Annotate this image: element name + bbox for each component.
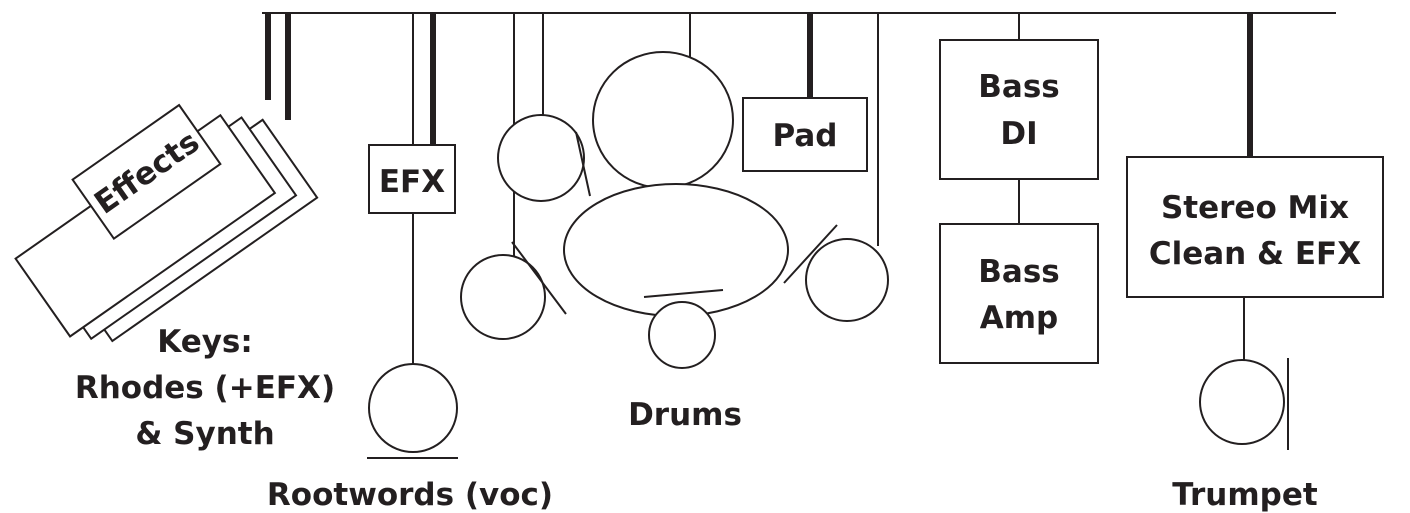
- bass-amp-label-line2: Amp: [980, 300, 1058, 336]
- drum-tom-large: [592, 51, 734, 189]
- drum-kit: [460, 13, 889, 369]
- rootwords-label: Rootwords (voc): [267, 477, 553, 513]
- effects-box: [71, 103, 222, 241]
- bass-di-label-line2: DI: [1000, 116, 1037, 152]
- bass-amp-box: [939, 223, 1099, 364]
- stereo-mix-box: [1126, 156, 1384, 298]
- pad-label: Pad: [773, 118, 838, 154]
- vocal-mic: EFX: [367, 13, 458, 459]
- keys-label-line2: Rhodes (+EFX): [75, 370, 335, 406]
- keys-label-line1: Keys:: [157, 324, 253, 360]
- bass-amp-label-line1: Bass: [978, 254, 1059, 290]
- bass-di-label-line1: Bass: [978, 69, 1059, 105]
- drums-label: Drums: [628, 397, 742, 433]
- pad-unit: Pad: [742, 13, 868, 172]
- drum-bass: [563, 183, 789, 317]
- stereo-mix-label-line1: Stereo Mix: [1161, 190, 1349, 226]
- efx-label: EFX: [379, 164, 445, 200]
- drum-floor-right: [805, 238, 889, 322]
- drum-snare: [648, 301, 716, 369]
- keys-label-line3: & Synth: [135, 416, 274, 452]
- pad-box: [742, 97, 868, 172]
- keys-cables: [265, 13, 291, 120]
- bass-di-box: [939, 39, 1099, 180]
- trumpet-label: Trumpet: [1172, 477, 1318, 513]
- trumpet-mic-circle: [1199, 359, 1285, 445]
- stereo-mix-unit: Stereo Mix Clean & EFX: [1126, 13, 1384, 298]
- keys-stack: Effects: [14, 103, 319, 343]
- drum-tom-small: [497, 114, 585, 202]
- trumpet-mic: [1199, 297, 1289, 450]
- drum-floor-left: [460, 254, 546, 340]
- vocal-mic-circle: [368, 363, 458, 453]
- stereo-mix-label-line2: Clean & EFX: [1149, 236, 1361, 272]
- bass-rig: Bass DI Bass Amp: [939, 13, 1099, 364]
